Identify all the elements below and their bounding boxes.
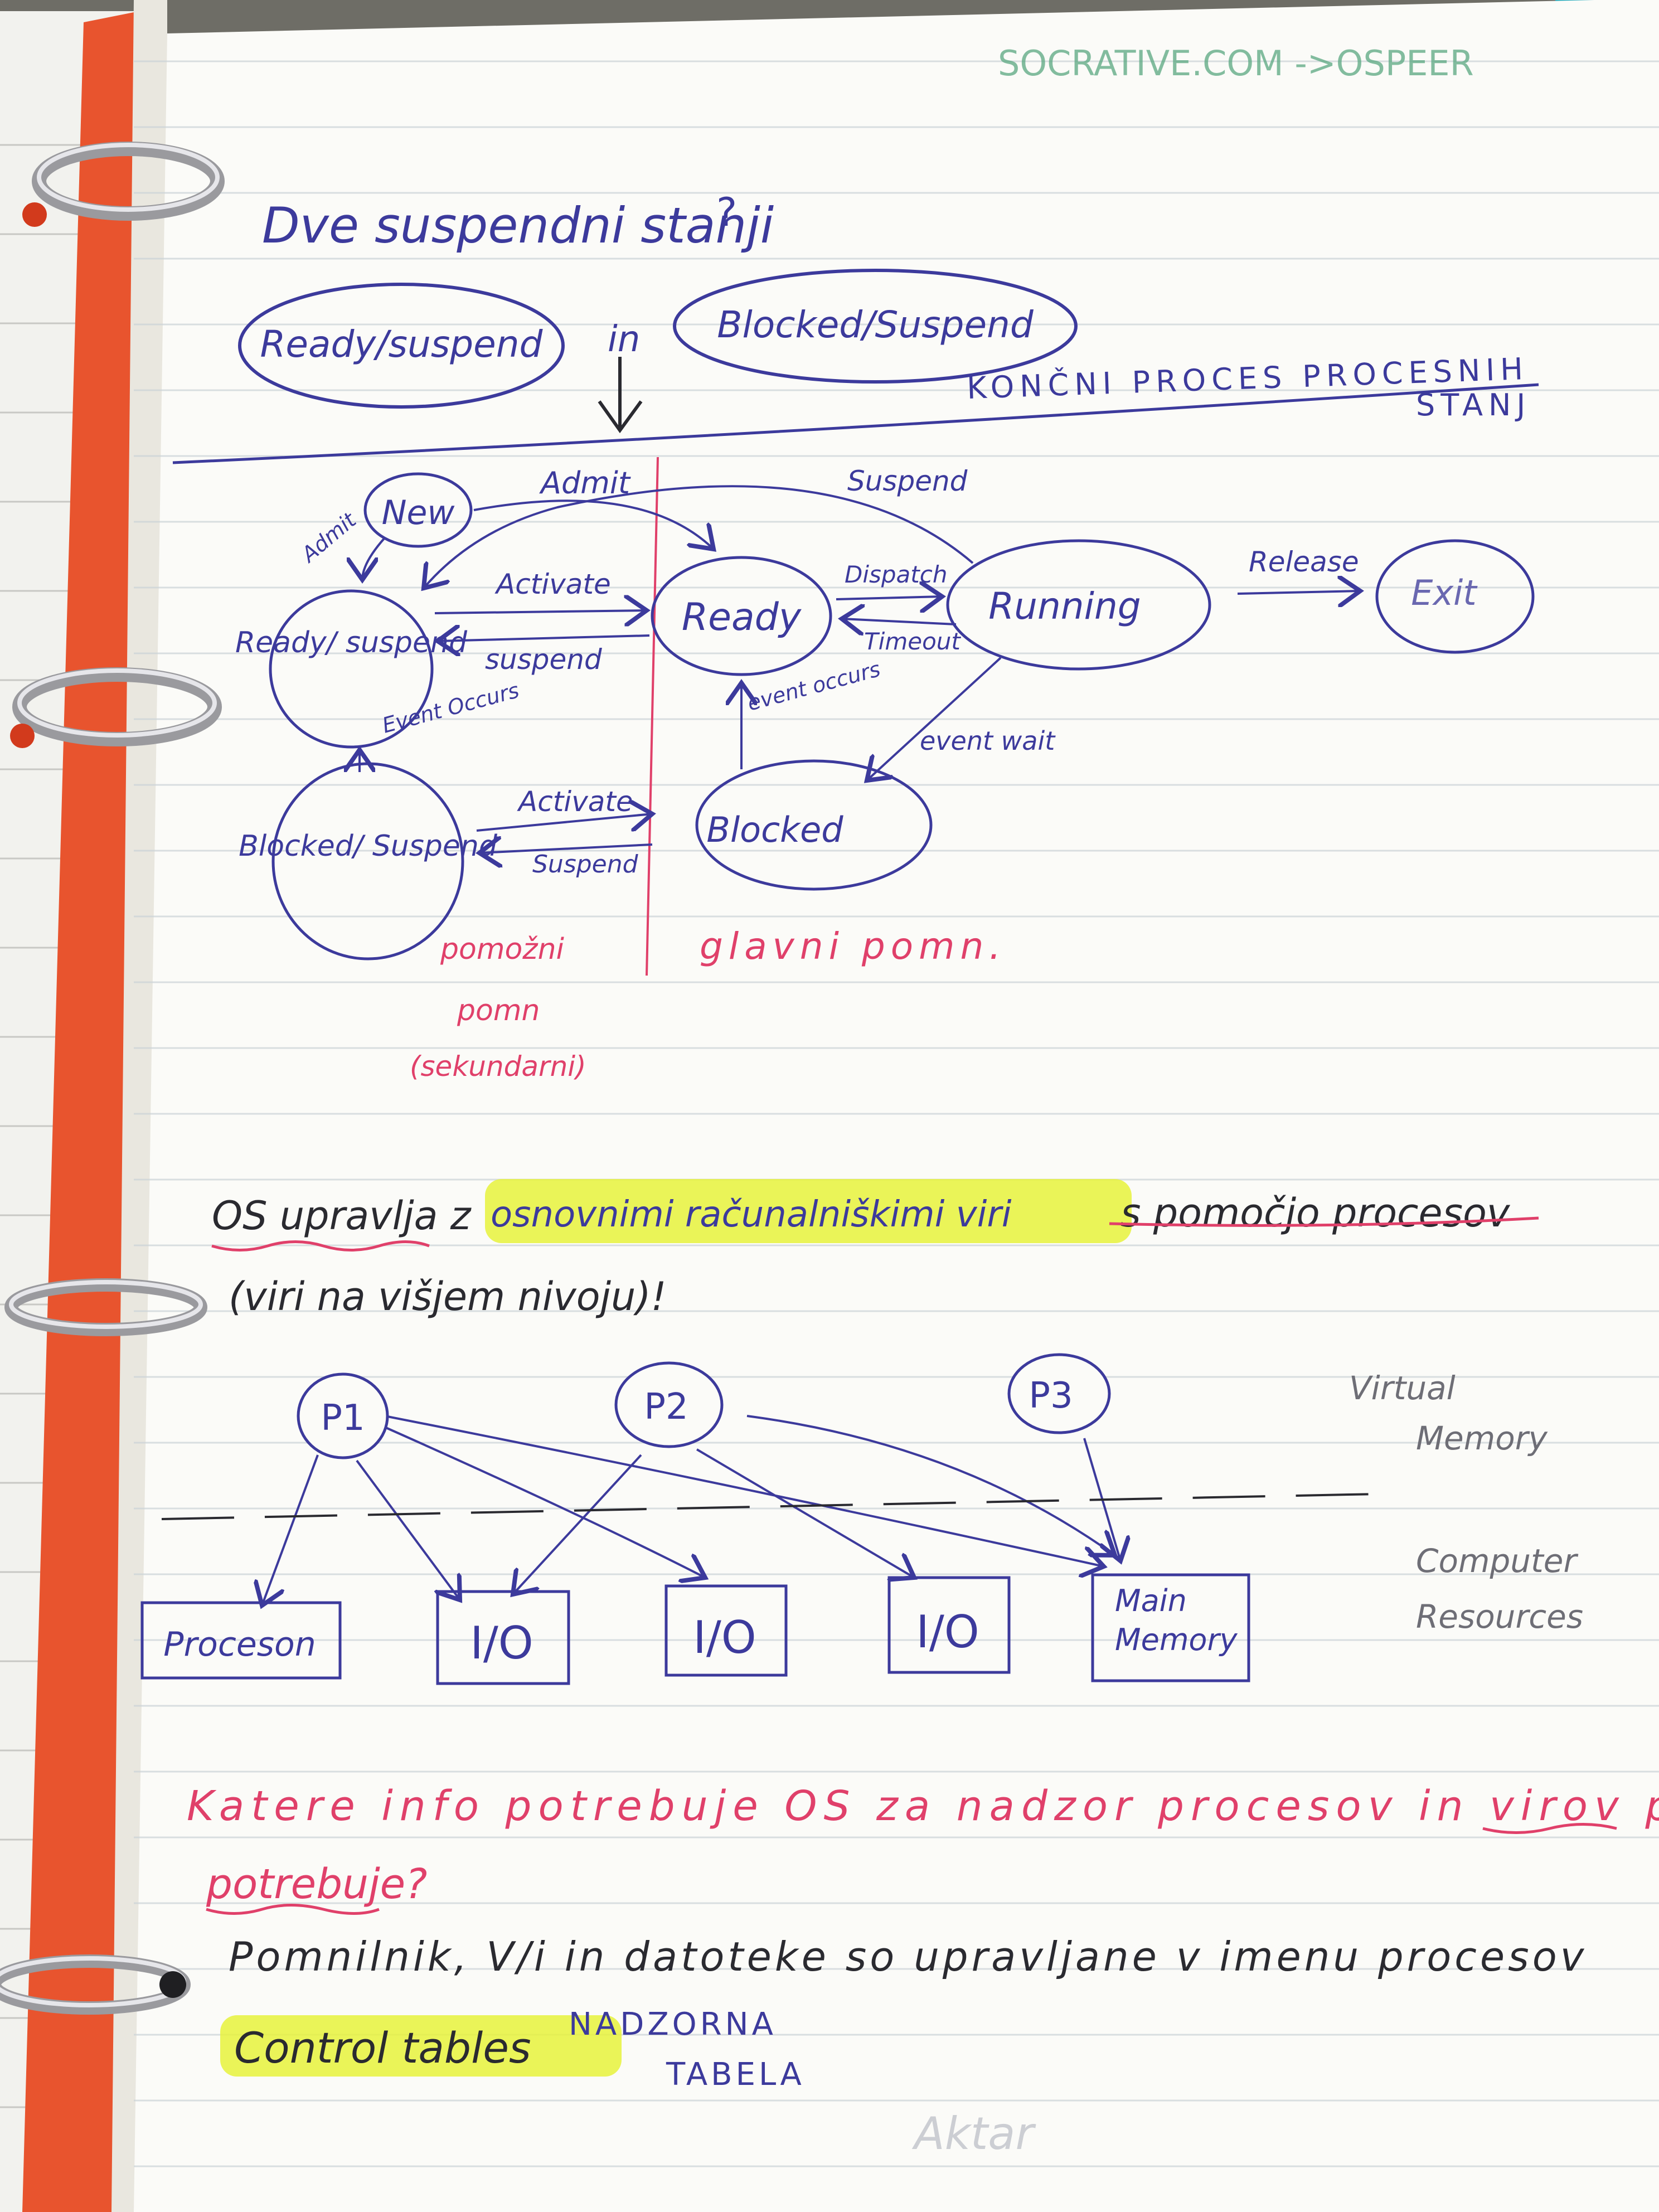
p1-circle — [297, 1372, 389, 1459]
binder-ring-1 — [22, 142, 225, 227]
io-box-3 — [887, 1576, 1011, 1674]
page-title: Dve suspendni stanji — [262, 197, 774, 254]
memory-label-line1: Main — [1115, 1583, 1187, 1618]
binder-ring-4 — [0, 1954, 191, 2015]
middle-line1-b: s pomočjo procesov — [1120, 1190, 1511, 1236]
exit-state-label: Exit — [1411, 573, 1478, 613]
corner-note: SOCRATIVE.COM ->OSPEER — [998, 43, 1474, 84]
io-1-label: I/O — [470, 1617, 533, 1669]
timeout-arrow — [842, 619, 957, 624]
p3-circle — [1007, 1353, 1111, 1434]
ready-state-label: Ready — [682, 595, 802, 639]
brand-watermark: Aktar — [911, 2108, 1036, 2160]
control-tables-label: Control tables — [234, 2023, 531, 2073]
memory-label-line2: Memory — [1115, 1622, 1238, 1657]
suspend-top-label: Suspend — [847, 465, 968, 497]
secondary-memory-line3: (sekundarni) — [410, 1050, 586, 1083]
processor-box — [140, 1601, 342, 1680]
resource-connectors — [262, 1415, 1120, 1605]
main-memory-box — [1091, 1573, 1250, 1682]
question-line1: Katere info potrebuje OS za nadzor proce… — [187, 1782, 1659, 1830]
binder-ring-2 — [10, 667, 222, 748]
io-box-1 — [436, 1590, 570, 1685]
middle-line1-a: OS upravlja z — [212, 1193, 472, 1239]
admit-arrow-left — [362, 537, 386, 580]
blocked-suspend-label: Blocked/ Suspend — [239, 830, 498, 863]
dispatch-arrow — [836, 596, 942, 599]
activate-arrow-2 — [476, 814, 652, 832]
highlight-resources — [485, 1179, 1132, 1243]
page-rules — [134, 0, 1659, 2212]
exit-state — [1375, 539, 1535, 654]
running-state-label: Running — [988, 585, 1141, 628]
middle-line1-highlight: osnovnimi računalniškimi viri — [491, 1194, 1012, 1235]
underline-os — [211, 1240, 430, 1251]
connector-label: in — [608, 319, 640, 360]
ready-state — [651, 556, 832, 676]
suspend-arrow-2 — [479, 845, 653, 853]
underline-procesov — [1109, 1216, 1539, 1227]
control-translation-line2: TABELA — [666, 2056, 805, 2093]
dispatch-label: Dispatch — [845, 561, 947, 588]
state-a-label: Ready/suspend — [260, 323, 544, 366]
section-heading-line2: STANJ — [1416, 387, 1531, 423]
event-wait-label: event wait — [920, 726, 1056, 756]
new-state-oval — [363, 472, 473, 548]
suspend-2-label: Suspend — [532, 850, 639, 879]
p2-label: P2 — [644, 1386, 688, 1428]
suspend-1-label: suspend — [485, 643, 602, 676]
memory-divider-line — [646, 457, 659, 976]
running-state — [946, 539, 1211, 671]
question-line2: potrebuje? — [206, 1860, 427, 1908]
new-state-label: New — [382, 493, 455, 532]
admit-arrow-top — [473, 499, 714, 549]
p2-circle — [614, 1361, 724, 1448]
binder-orange-edge — [22, 11, 139, 2212]
computer-label-line1: Computer — [1416, 1542, 1578, 1580]
main-memory-label: glavni pomn. — [700, 925, 1006, 968]
blocked-state-label: Blocked — [706, 809, 843, 850]
activate-arrow-1 — [434, 610, 647, 613]
timeout-label: Timeout — [864, 628, 961, 655]
resource-diagram: P1 P2 P3 Virtual Memory Computer Resourc… — [140, 1353, 1583, 1685]
p1-label: P1 — [321, 1398, 365, 1439]
admit-top-label: Admit — [539, 465, 631, 501]
suspend-arrow-1 — [438, 636, 650, 641]
down-arrow-icon — [598, 357, 643, 434]
question-mark: ? — [716, 190, 737, 235]
release-label: Release — [1249, 546, 1359, 578]
control-translation-line1: NADZORNA — [569, 2006, 777, 2043]
middle-line2: (viri na višjem nivoju)! — [229, 1274, 667, 1320]
blocked-suspend-oval — [673, 269, 1078, 384]
virtual-label-line2: Memory — [1416, 1419, 1548, 1457]
section-divider — [172, 383, 1539, 464]
secondary-memory-line1: pomožni — [440, 933, 565, 966]
activate-2-label: Activate — [517, 785, 633, 818]
event-wait-arrow — [867, 657, 1002, 780]
release-arrow — [1237, 591, 1360, 594]
secondary-memory-line2: pomn — [457, 994, 540, 1027]
blocked-state — [695, 759, 933, 891]
suspend-arrow-top — [424, 485, 974, 588]
processor-label: Proceson — [163, 1625, 316, 1664]
binder-ring-3 — [4, 1278, 207, 1336]
io-2-label: I/O — [693, 1612, 756, 1663]
ready-suspend-oval — [238, 283, 565, 409]
computer-label-line2: Resources — [1416, 1598, 1583, 1636]
underline-procesor — [1482, 1823, 1617, 1834]
io-3-label: I/O — [916, 1606, 979, 1658]
answer-line: Pomnilnik, V/i in datoteke so upravljane… — [229, 1933, 1587, 1980]
p3-label: P3 — [1029, 1375, 1073, 1417]
virtual-label-line1: Virtual — [1349, 1369, 1456, 1407]
highlight-control-tables — [220, 2015, 622, 2077]
activate-1-label: Activate — [494, 568, 611, 600]
ready-suspend-label: Ready/ suspend — [235, 626, 468, 659]
io-box-2 — [664, 1584, 788, 1677]
state-b-label: Blocked/Suspend — [717, 303, 1034, 346]
underline-potrebuje — [206, 1904, 380, 1915]
